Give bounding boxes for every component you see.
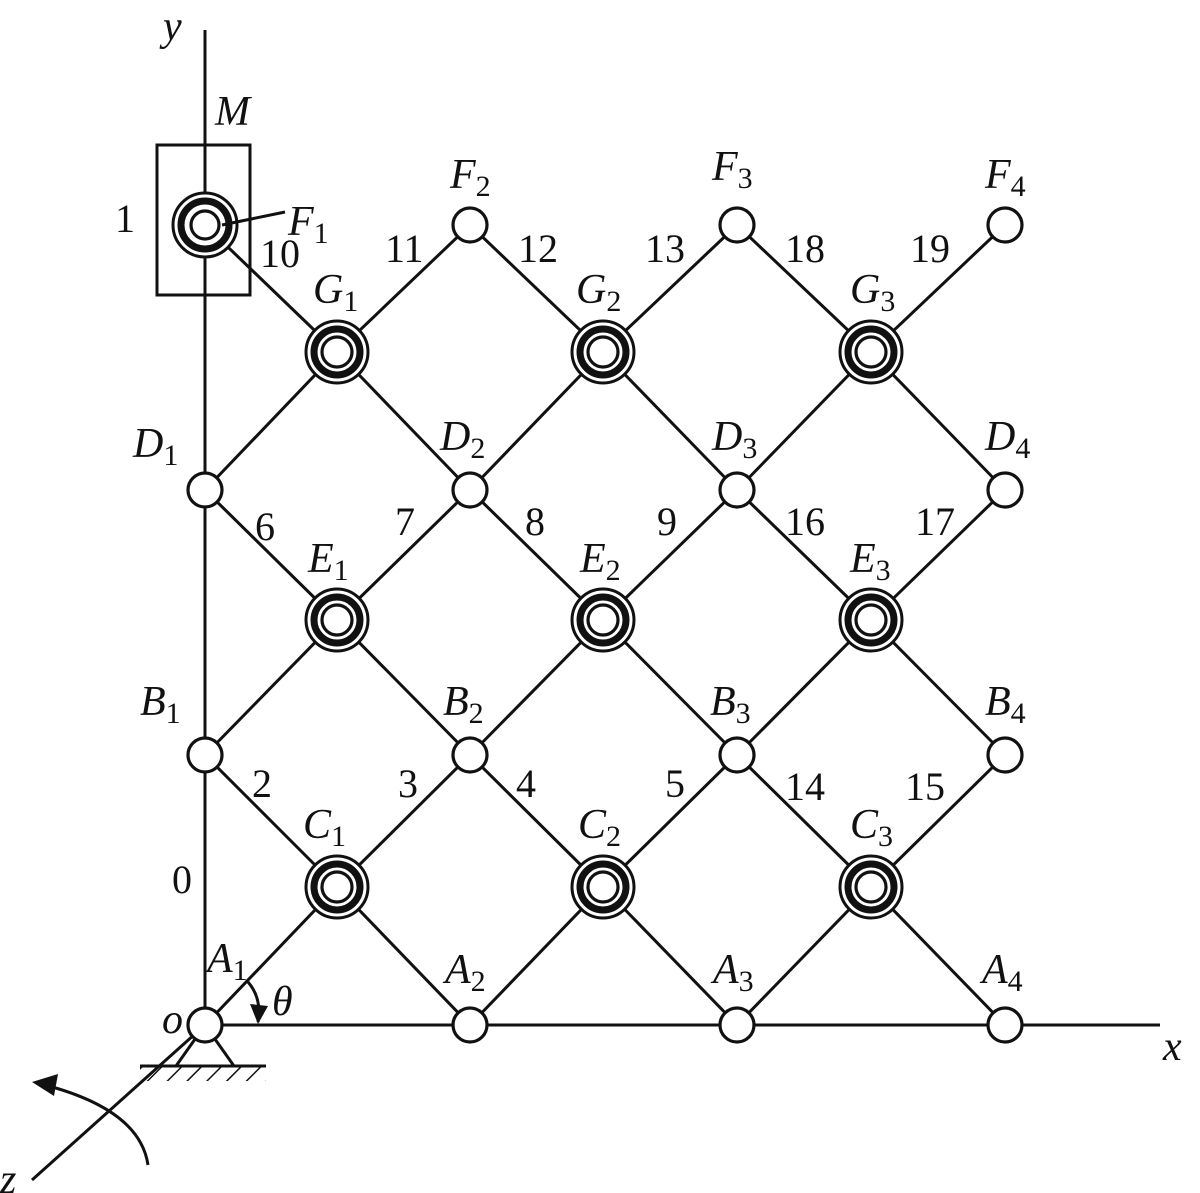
label-d3: D3 <box>711 414 757 465</box>
label-g2: G2 <box>576 267 621 318</box>
link-number-19: 19 <box>910 226 950 271</box>
f1-leader-line <box>221 210 286 227</box>
link-number-10: 10 <box>260 231 300 276</box>
joint-c1 <box>304 854 370 920</box>
joint-f3 <box>718 206 756 244</box>
label-a2: A2 <box>442 947 486 998</box>
label-c1: C1 <box>303 802 346 853</box>
joint-e1 <box>304 587 370 653</box>
joints <box>171 191 1024 1044</box>
link-number-13: 13 <box>645 226 685 271</box>
label-a3: A3 <box>710 947 754 998</box>
link-number-0: 0 <box>172 857 192 902</box>
joint-d3 <box>718 471 756 509</box>
label-f1: F1 <box>287 199 329 250</box>
link-number-7: 7 <box>395 499 415 544</box>
rotation-arrow-icon <box>44 1083 150 1166</box>
y-axis-label: y <box>159 4 182 50</box>
label-e3: E3 <box>849 536 891 587</box>
ground-support <box>140 1022 266 1081</box>
slider-label: M <box>214 89 252 135</box>
label-f2: F2 <box>449 152 491 203</box>
joint-a4 <box>986 1006 1024 1044</box>
label-f4: F4 <box>984 152 1026 203</box>
link-number-11: 11 <box>385 226 424 271</box>
label-d1: D1 <box>132 421 178 472</box>
link-number-2: 2 <box>252 761 272 806</box>
joint-e2 <box>570 587 636 653</box>
joint-e3 <box>838 587 904 653</box>
label-e1: E1 <box>307 536 349 587</box>
ground-hatch <box>140 1067 266 1081</box>
z-axis-line <box>30 1023 207 1182</box>
label-f3: F3 <box>711 144 753 195</box>
link-number-14: 14 <box>785 764 825 809</box>
axes: y x z o θ <box>0 4 1182 1193</box>
label-b4: B4 <box>985 679 1026 730</box>
link-number-17: 17 <box>915 499 955 544</box>
label-a1: A1 <box>204 936 248 987</box>
link-number-4: 4 <box>516 761 536 806</box>
label-c3: C3 <box>850 802 893 853</box>
joint-c2 <box>570 854 636 920</box>
joint-c3 <box>838 854 904 920</box>
joint-b1 <box>186 736 224 774</box>
joint-b3 <box>718 736 756 774</box>
link-number-15: 15 <box>905 764 945 809</box>
label-g1: G1 <box>313 267 358 318</box>
joint-a2 <box>451 1006 489 1044</box>
label-b1: B1 <box>140 679 181 730</box>
link-number-12: 12 <box>518 226 558 271</box>
joint-g1 <box>304 319 370 385</box>
label-d4: D4 <box>984 414 1030 465</box>
label-a4: A4 <box>979 947 1023 998</box>
link-number-9: 9 <box>657 499 677 544</box>
joint-d4 <box>986 471 1024 509</box>
joint-g3 <box>838 319 904 385</box>
label-b3: B3 <box>710 679 751 730</box>
link-number-3: 3 <box>398 761 418 806</box>
label-d2: D2 <box>439 414 485 465</box>
link-number-5: 5 <box>665 761 685 806</box>
theta-arrowhead-icon <box>250 1004 268 1024</box>
link-number-8: 8 <box>525 499 545 544</box>
theta-label: θ <box>272 979 293 1025</box>
joint-a1 <box>186 1006 224 1044</box>
label-e2: E2 <box>579 536 621 587</box>
x-axis-label: x <box>1162 1024 1182 1070</box>
label-g3: G3 <box>850 267 895 318</box>
label-c2: C2 <box>578 802 621 853</box>
label-b2: B2 <box>443 679 484 730</box>
link-number-16: 16 <box>785 499 825 544</box>
link-numbers: 0 1 2 3 4 5 6 7 8 9 10 11 12 13 14 15 16… <box>115 196 955 902</box>
joint-a3 <box>718 1006 756 1044</box>
origin-label: o <box>162 997 183 1043</box>
joint-d2 <box>451 471 489 509</box>
joint-labels: A1 A2 A3 A4 C1 C2 C3 B1 B2 B3 B4 E1 E2 E… <box>132 144 1030 998</box>
joint-g2 <box>570 319 636 385</box>
rotation-arrowhead-icon <box>32 1074 58 1096</box>
joint-d1 <box>186 471 224 509</box>
joint-b4 <box>986 736 1024 774</box>
joint-f4 <box>986 206 1024 244</box>
joint-b2 <box>451 736 489 774</box>
link-number-6: 6 <box>255 504 275 549</box>
joint-f2 <box>451 206 489 244</box>
z-axis-label: z <box>0 1157 16 1193</box>
link-number-1: 1 <box>115 196 135 241</box>
link-number-18: 18 <box>785 226 825 271</box>
